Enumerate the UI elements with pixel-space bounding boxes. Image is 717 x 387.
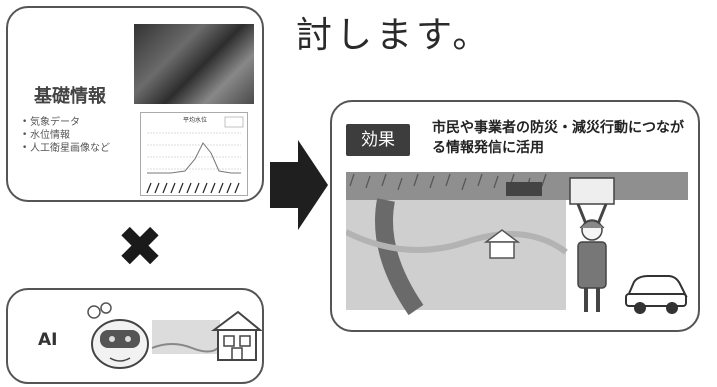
effect-box: 効果 市民や事業者の防災・減災行動につながる情報発信に活用 [330, 100, 700, 332]
effect-badge: 効果 [346, 124, 410, 156]
basic-info-title: 基礎情報 [34, 86, 106, 107]
basic-info-box: 基礎情報 気象データ 水位情報 人工衛星画像など 平均水位 [6, 6, 264, 202]
disaster-scene-illustration [346, 172, 688, 316]
ai-box: AI [6, 288, 264, 384]
multiply-icon: ✖ [116, 215, 164, 280]
mini-chart-gridlines [147, 132, 241, 170]
list-item: 水位情報 [22, 129, 110, 142]
list-item: 人工衛星画像など [22, 142, 110, 155]
list-item: 気象データ [22, 116, 110, 129]
mini-chart-hatching [146, 182, 240, 194]
mini-chart-graphic: 平均水位 [146, 116, 244, 194]
ai-label: AI [38, 330, 58, 350]
water-level-mini-chart: 平均水位 [140, 112, 248, 196]
mini-chart-title: 平均水位 [183, 116, 207, 124]
basic-info-list: 気象データ 水位情報 人工衛星画像など [22, 116, 110, 155]
mini-chart-legend [224, 116, 244, 128]
right-arrow-icon [270, 140, 328, 230]
effect-description: 市民や事業者の防災・減災行動につながる情報発信に活用 [432, 120, 684, 156]
ai-illustration [87, 302, 262, 369]
mini-chart-line [147, 142, 241, 174]
satellite-image [134, 24, 254, 104]
heading-text: 討します。 [296, 15, 493, 56]
